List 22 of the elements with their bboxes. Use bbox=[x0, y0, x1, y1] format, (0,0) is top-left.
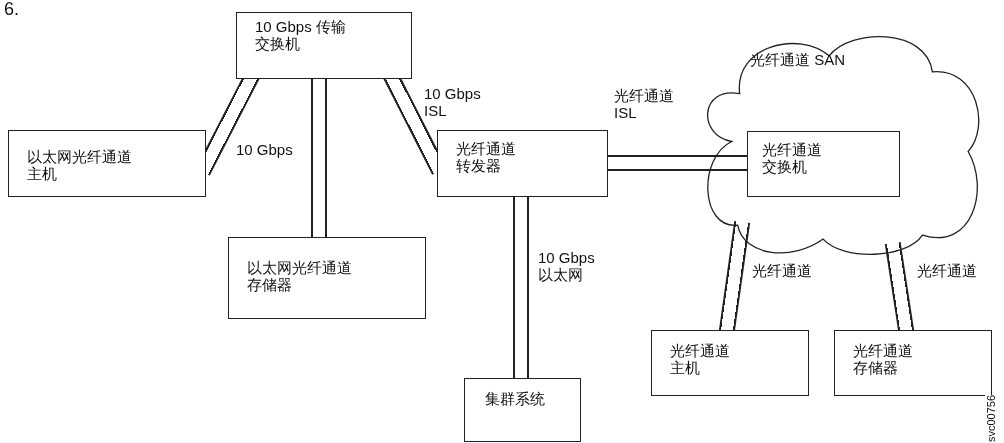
figure-number: 6. bbox=[4, 0, 19, 18]
figure-id: svc00756 bbox=[985, 394, 998, 442]
node-label: 光纤通道交换机 bbox=[762, 142, 823, 176]
edge-label: 光纤通道 bbox=[752, 263, 812, 280]
edge-label: 光纤通道 bbox=[917, 263, 977, 280]
host-box bbox=[8, 130, 206, 197]
forwarder-box bbox=[437, 130, 608, 197]
edge-label: 10 Gbps bbox=[236, 142, 293, 159]
storage-box bbox=[834, 330, 992, 396]
storage-box bbox=[228, 237, 426, 319]
node-label: 光纤通道主机 bbox=[670, 343, 731, 377]
node-label: 以太网光纤通道主机 bbox=[27, 149, 133, 183]
node-label: 以太网光纤通道存储器 bbox=[247, 260, 353, 294]
node-label: 光纤通道存储器 bbox=[853, 343, 914, 377]
node-label: 集群系统 bbox=[485, 391, 546, 408]
cloud-label: 光纤通道 SAN bbox=[750, 52, 846, 69]
switch-box bbox=[747, 131, 900, 197]
node-label: 10 Gbps 传输交换机 bbox=[255, 19, 347, 53]
host-box bbox=[651, 330, 809, 396]
system-box bbox=[464, 378, 581, 442]
node-label: 光纤通道转发器 bbox=[456, 141, 517, 175]
switch-box bbox=[236, 12, 412, 79]
